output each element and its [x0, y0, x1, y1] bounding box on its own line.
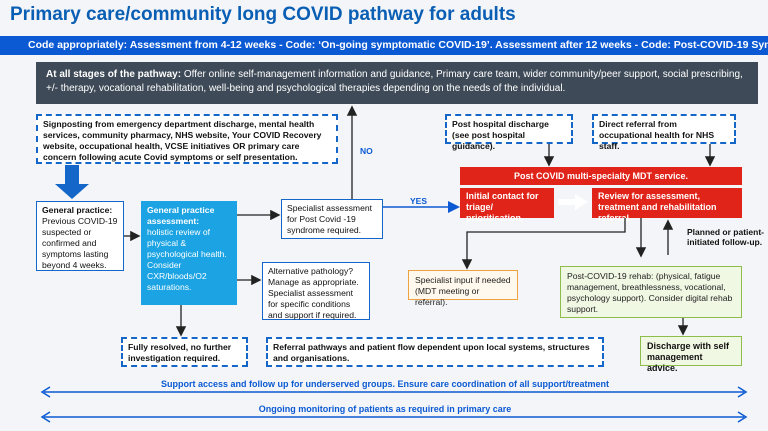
all-stages-banner: At all stages of the pathway: Offer onli…: [36, 62, 758, 104]
no-label: NO: [360, 146, 373, 156]
post-hospital-discharge-box: Post hospital discharge (see post hospit…: [445, 114, 573, 151]
coding-banner: Code appropriately: Assessment from 4-12…: [0, 36, 768, 55]
referral-pathways-box: Referral pathways and patient flow depen…: [266, 337, 604, 367]
general-practice-box: General practice: Previous COVID-19 susp…: [36, 201, 124, 271]
gp-assessment-heading: General practice assessment:: [147, 205, 215, 226]
specialist-input-box: Specialist input if needed (MDT meeting …: [408, 270, 518, 307]
mdt-service-bar: Post COVID multi-specialty MDT service.: [460, 167, 742, 185]
general-practice-heading: General practice:: [42, 205, 113, 215]
direct-referral-box: Direct referral from occupational health…: [592, 114, 736, 151]
signposting-to-gp-arrow: [55, 165, 89, 199]
alternative-pathology-box: Alternative pathology? Manage as appropr…: [262, 262, 370, 320]
ongoing-monitoring-arrow: [40, 411, 748, 423]
ongoing-monitoring-text: Ongoing monitoring of patients as requir…: [258, 404, 512, 414]
gp-assessment-box: General practice assessment: holistic re…: [141, 201, 237, 305]
fully-resolved-box: Fully resolved, no further investigation…: [121, 337, 248, 367]
review-to-specialist-input-arrow: [461, 218, 626, 270]
rehab-box: Post-COVID-19 rehab: (physical, fatigue …: [560, 266, 742, 318]
specialist-assessment-box: Specialist assessment for Post Covid -19…: [281, 199, 383, 239]
review-referral-box: Review for assessment, treatment and reh…: [592, 188, 742, 223]
discharge-box: Discharge with self management advice.: [640, 336, 742, 373]
signposting-box: Signposting from emergency department di…: [36, 114, 338, 164]
general-practice-text: Previous COVID-19 suspected or confirmed…: [42, 216, 118, 270]
page-title: Primary care/community long COVID pathwa…: [10, 4, 516, 25]
planned-followup-label: Planned or patient-initiated follow-up.: [687, 227, 764, 247]
all-stages-lead: At all stages of the pathway:: [46, 69, 182, 80]
initial-to-review-arrow: [558, 194, 588, 210]
support-access-text: Support access and follow up for underse…: [160, 379, 610, 389]
gp-assessment-text: holistic review of physical & psychologi…: [147, 227, 227, 292]
support-access-arrow: [40, 386, 748, 398]
all-stages-text: Offer online self-management information…: [46, 69, 743, 94]
yes-label: YES: [410, 196, 428, 206]
initial-contact-box: Initial contact for triage/ prioritisati…: [460, 188, 554, 223]
